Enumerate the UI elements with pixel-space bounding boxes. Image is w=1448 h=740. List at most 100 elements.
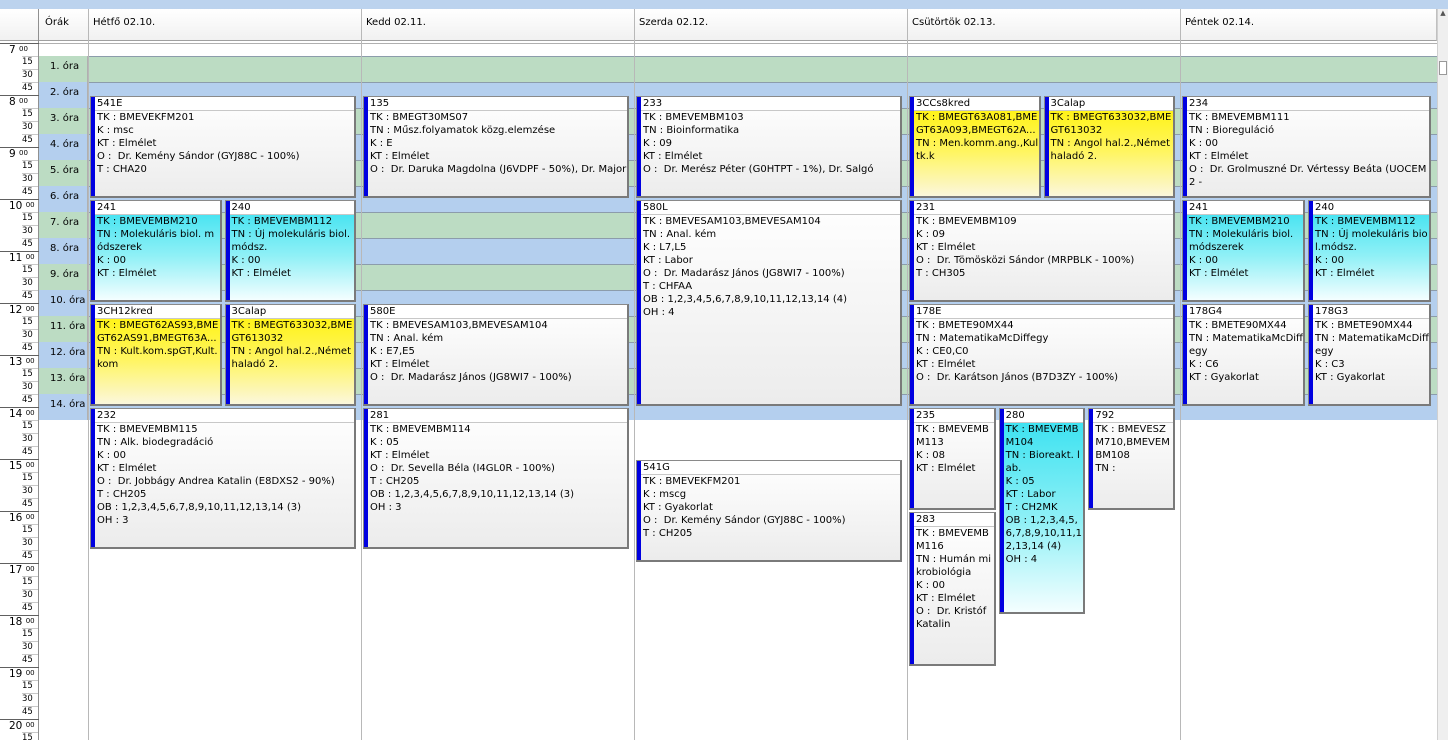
day-header-4[interactable]: Péntek 02.14. [1181, 9, 1437, 41]
scroll-thumb[interactable] [1439, 61, 1447, 75]
event-line: K : 05 [1005, 476, 1035, 487]
minute-label-19-30: 30 [22, 694, 33, 704]
hour-value: 20 [9, 720, 23, 732]
event-line: KT : Elmélet [916, 359, 976, 370]
minute-line [22, 108, 38, 109]
minute-label-16-15: 15 [22, 525, 33, 535]
event-line: TK : BMEVESAM103,BMEVESAM104 [370, 320, 548, 331]
event-line: TN : [1095, 463, 1116, 474]
day-separator-2 [634, 9, 635, 740]
event-line: O : Dr. Jobbágy Andrea Katalin (E8DXS2 -… [97, 476, 335, 487]
event-room: 233 [637, 97, 900, 111]
event-line: TK : BMEVEMBM113 [916, 424, 989, 448]
minute-label-15-30: 30 [22, 486, 33, 496]
event-color-bar [1044, 97, 1049, 196]
minute-line [22, 654, 38, 655]
event-line: KT : Gyakorlat [1315, 372, 1385, 383]
event-line: KT : Elmélet [916, 463, 976, 474]
event-color-bar [364, 409, 368, 547]
event-line: OB : 1,2,3,4,5,6,7,8,9,10,11,12,13,14 (3… [97, 502, 302, 513]
event-line: TN : Kult.kom.spGT,Kult.kom [97, 346, 218, 370]
day-header-3[interactable]: Csütörtök 02.13. [908, 9, 1181, 41]
minute-label-8-15: 15 [22, 109, 33, 119]
minute-label-11-30: 30 [22, 278, 33, 288]
hour-label-14: 14 00 [0, 408, 38, 420]
event-line: O : Dr. Merész Péter (G0HTPT - 1%), Dr. … [643, 164, 874, 175]
event-room: 580L [637, 201, 900, 215]
event-color-bar [364, 97, 368, 196]
hour-line-11 [0, 251, 39, 252]
minute-label-10-45: 45 [22, 239, 33, 249]
event-room: 281 [364, 409, 627, 423]
minute-label-9-30: 30 [22, 174, 33, 184]
day-separator-3 [907, 9, 908, 740]
event-line: OH : 4 [1005, 554, 1038, 565]
day-header-2[interactable]: Szerda 02.12. [635, 9, 908, 41]
event-room: 240 [225, 201, 354, 215]
header-corner [0, 9, 39, 41]
event-line: K : C6 [1189, 359, 1219, 370]
minute-label-18-15: 15 [22, 629, 33, 639]
period-label-2: 2. óra [39, 82, 88, 108]
event-line: KT : Gyakorlat [1189, 372, 1259, 383]
hour-suffix: 00 [25, 305, 35, 313]
event-color-bar [910, 201, 914, 300]
scroll-up-icon[interactable]: ▲ [1440, 9, 1446, 17]
minute-line [22, 628, 38, 629]
hour-label-18: 18 00 [0, 616, 38, 628]
vertical-scrollbar[interactable]: ▲ [1437, 9, 1448, 740]
event-room: 241 [1183, 201, 1303, 215]
event-line: TN : Humán mikrobiológia [916, 554, 992, 578]
event-line: TN : Anal. kém [370, 333, 444, 344]
event-line: KT : Elmélet [370, 151, 430, 162]
hour-line-15 [0, 459, 39, 460]
hour-line-12 [0, 303, 39, 304]
event-line: K : C3 [1315, 359, 1345, 370]
day-header-0[interactable]: Hétfő 02.10. [89, 9, 362, 41]
minute-line [22, 641, 38, 642]
hour-line-16 [0, 511, 39, 512]
minute-label-7-30: 30 [22, 70, 33, 80]
day-header-1[interactable]: Kedd 02.11. [362, 9, 635, 41]
minute-line [22, 316, 38, 317]
event-room: 541G [637, 461, 900, 475]
event-room: 232 [91, 409, 354, 423]
event-color-bar [1309, 305, 1313, 404]
event-room: 3CCs8kred [910, 97, 1039, 111]
hour-value: 19 [9, 668, 23, 680]
event-line: KT : Elmélet [97, 138, 157, 149]
hour-line-20 [0, 719, 39, 720]
event-line: KT : Gyakorlat [643, 502, 713, 513]
day-separator-1 [361, 9, 362, 740]
day-separator-0 [88, 9, 89, 740]
event-line: TK : BMEVEMBM104 [1005, 424, 1079, 448]
event-color-bar [91, 305, 95, 404]
event-room: 178G4 [1183, 305, 1303, 319]
event-line: TK : BMETE90MX44 [916, 320, 1014, 331]
